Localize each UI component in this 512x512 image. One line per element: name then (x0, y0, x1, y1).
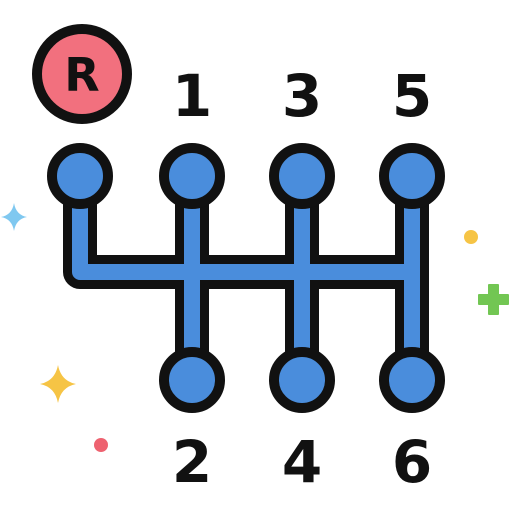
gear-label-4: 4 (282, 428, 322, 496)
gear-knob-2 (159, 347, 225, 413)
dot-icon (94, 438, 108, 452)
dot-icon (464, 230, 478, 244)
reverse-gear-badge: R (32, 24, 132, 124)
shift-track-fill (72, 170, 420, 386)
reverse-gear-label: R (64, 48, 99, 102)
reverse-knob (47, 143, 113, 209)
shift-track (63, 161, 429, 395)
plus-icon (478, 284, 509, 315)
gear-label-2: 2 (172, 428, 212, 496)
gear-label-6: 6 (392, 428, 432, 496)
gear-knobs (47, 143, 445, 413)
gear-knob-6 (379, 347, 445, 413)
gear-knob-1 (159, 143, 225, 209)
sparkle-icon (1, 203, 27, 231)
sparkle-icon (40, 365, 76, 403)
gear-knob-5 (379, 143, 445, 209)
gear-label-1: 1 (172, 62, 212, 130)
gear-label-3: 3 (282, 62, 322, 130)
gear-knob-3 (269, 143, 335, 209)
gear-knob-4 (269, 347, 335, 413)
gear-label-5: 5 (392, 62, 432, 130)
